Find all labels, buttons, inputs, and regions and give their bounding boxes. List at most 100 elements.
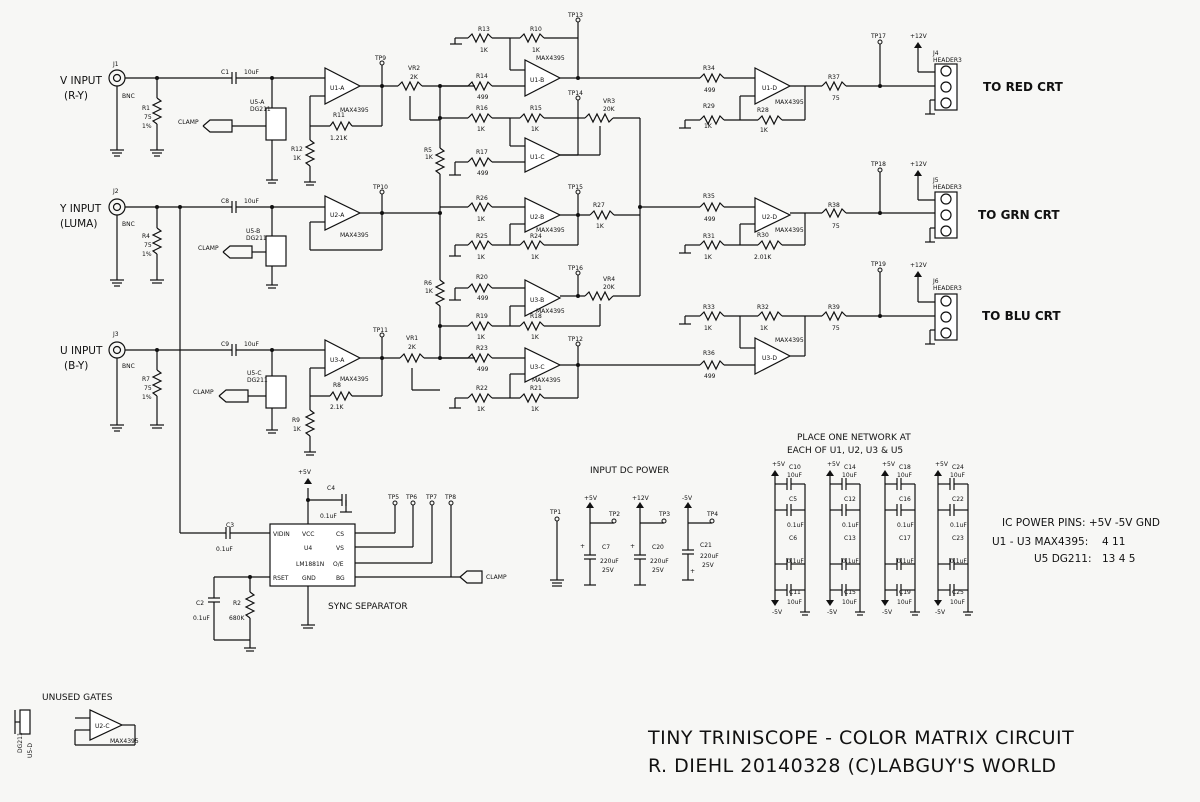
svg-text:U5-B: U5-B <box>246 228 260 235</box>
svg-text:+: + <box>580 543 585 550</box>
header-j5 <box>934 191 958 239</box>
cap-ref: C10 <box>789 464 801 471</box>
svg-text:+5V: +5V <box>584 495 598 502</box>
svg-text:R28: R28 <box>757 107 769 114</box>
svg-text:R26: R26 <box>476 195 488 202</box>
cap-ref: C15 <box>844 589 856 596</box>
opamp-u2d <box>754 197 792 233</box>
decoupling-note-1: PLACE ONE NETWORK AT <box>797 433 911 443</box>
svg-text:20K: 20K <box>603 106 616 113</box>
bnc-connector-icon <box>108 198 126 216</box>
svg-text:U2-D: U2-D <box>762 214 777 221</box>
clamp-flag-icon <box>459 570 483 584</box>
svg-text:499: 499 <box>477 94 489 101</box>
supply-pos-label: +5V <box>882 461 896 468</box>
svg-text:R29: R29 <box>703 103 715 110</box>
svg-text:10uF: 10uF <box>244 198 259 205</box>
cap-value: 0.1uF <box>950 522 967 529</box>
svg-text:2.01K: 2.01K <box>754 254 772 261</box>
v-input-section: V INPUT (R-Y) J1 BNC R1 75 1% C1 10uF U5… <box>60 55 475 186</box>
svg-text:TP14: TP14 <box>567 90 583 97</box>
cap-ref: C23 <box>952 535 964 542</box>
svg-text:TP8: TP8 <box>444 494 456 501</box>
svg-text:R18: R18 <box>530 313 542 320</box>
unused-gates-section: UNUSED GATES DG211 U5-D U2-C MAX4395 <box>14 693 139 758</box>
svg-text:-5V: -5V <box>682 495 693 502</box>
svg-text:U2-C: U2-C <box>95 723 110 730</box>
svg-text:20K: 20K <box>603 284 616 291</box>
cap-value: 0.1uF <box>950 558 967 565</box>
ic-power-row1-label: U1 - U3 MAX4395: <box>992 536 1088 548</box>
svg-text:VR1: VR1 <box>406 335 418 342</box>
svg-text:1K: 1K <box>477 126 486 133</box>
opamp-u2a <box>324 195 362 231</box>
svg-text:R37: R37 <box>828 74 840 81</box>
svg-text:MAX4395: MAX4395 <box>775 99 804 106</box>
ic-lm1881n <box>269 523 356 587</box>
y-input-sub: (LUMA) <box>60 218 97 230</box>
svg-text:R12: R12 <box>291 146 303 153</box>
svg-text:C8: C8 <box>221 198 229 205</box>
cap-value: 0.1uF <box>842 558 859 565</box>
ic-power-row1-values: 4 11 <box>1102 536 1125 548</box>
svg-text:HEADER3: HEADER3 <box>933 184 962 191</box>
svg-text:U1-C: U1-C <box>530 154 545 161</box>
svg-text:R7: R7 <box>142 376 150 383</box>
supply-pos-label: +5V <box>772 461 786 468</box>
svg-text:499: 499 <box>704 373 716 380</box>
svg-text:TP19: TP19 <box>870 261 886 268</box>
svg-text:1K: 1K <box>704 325 713 332</box>
svg-text:O/E: O/E <box>333 561 344 568</box>
svg-text:TP5: TP5 <box>387 494 399 501</box>
svg-text:R13: R13 <box>478 26 490 33</box>
svg-text:R33: R33 <box>703 304 715 311</box>
cap-value: 10uF <box>842 599 857 606</box>
svg-text:75: 75 <box>144 242 152 249</box>
cap-value: 0.1uF <box>787 522 804 529</box>
svg-text:1K: 1K <box>293 426 302 433</box>
svg-text:1K: 1K <box>596 223 605 230</box>
svg-text:J2: J2 <box>112 188 119 195</box>
cap-value: 10uF <box>787 472 802 479</box>
svg-text:0.1uF: 0.1uF <box>216 546 233 553</box>
svg-text:75: 75 <box>144 114 152 121</box>
svg-text:680K: 680K <box>229 615 245 622</box>
svg-text:R35: R35 <box>703 193 715 200</box>
clamp-label: CLAMP <box>178 119 199 126</box>
u-input-sub: (B-Y) <box>64 360 88 372</box>
svg-text:MAX4395: MAX4395 <box>536 55 565 62</box>
svg-text:+: + <box>690 568 695 575</box>
svg-text:R39: R39 <box>828 304 840 311</box>
svg-text:U2-B: U2-B <box>530 214 544 221</box>
svg-text:220uF: 220uF <box>650 558 669 565</box>
svg-text:1K: 1K <box>531 126 540 133</box>
potentiometer-vr3 <box>584 112 614 124</box>
svg-text:R15: R15 <box>530 105 542 112</box>
title-line-2: R. DIEHL 20140328 (C)LABGUY'S WORLD <box>648 755 1057 777</box>
clamp-flag-icon <box>218 389 249 403</box>
sync-separator-title: SYNC SEPARATOR <box>328 602 408 612</box>
svg-text:R21: R21 <box>530 385 542 392</box>
decoupling-groups: +5V-5VC1010uFC50.1uFC60.1uFC1110uF+5V-5V… <box>771 461 973 616</box>
supply-arrow-icon <box>914 42 922 48</box>
svg-text:MAX4395: MAX4395 <box>775 337 804 344</box>
svg-text:R2: R2 <box>233 600 241 607</box>
u-input-section: U INPUT (B-Y) J3 BNC R7 75 1% C9 10uF U5… <box>60 327 475 456</box>
svg-text:TP10: TP10 <box>372 184 388 191</box>
svg-text:TP15: TP15 <box>567 184 583 191</box>
bnc-connector-icon <box>108 69 126 87</box>
potentiometer-vr4 <box>584 290 614 302</box>
svg-text:C3: C3 <box>226 522 234 529</box>
svg-text:C9: C9 <box>221 341 229 348</box>
svg-text:75: 75 <box>144 385 152 392</box>
svg-text:CLAMP: CLAMP <box>486 574 507 581</box>
cap-value: 10uF <box>787 599 802 606</box>
svg-text:1K: 1K <box>477 254 486 261</box>
svg-text:R20: R20 <box>476 274 488 281</box>
cap-ref: C14 <box>844 464 856 471</box>
svg-text:25V: 25V <box>702 562 715 569</box>
input-dc-power-section: INPUT DC POWER TP1 +5V C7 220uF 25V + TP… <box>549 466 719 587</box>
svg-text:499: 499 <box>477 366 489 373</box>
svg-text:1%: 1% <box>142 394 152 401</box>
